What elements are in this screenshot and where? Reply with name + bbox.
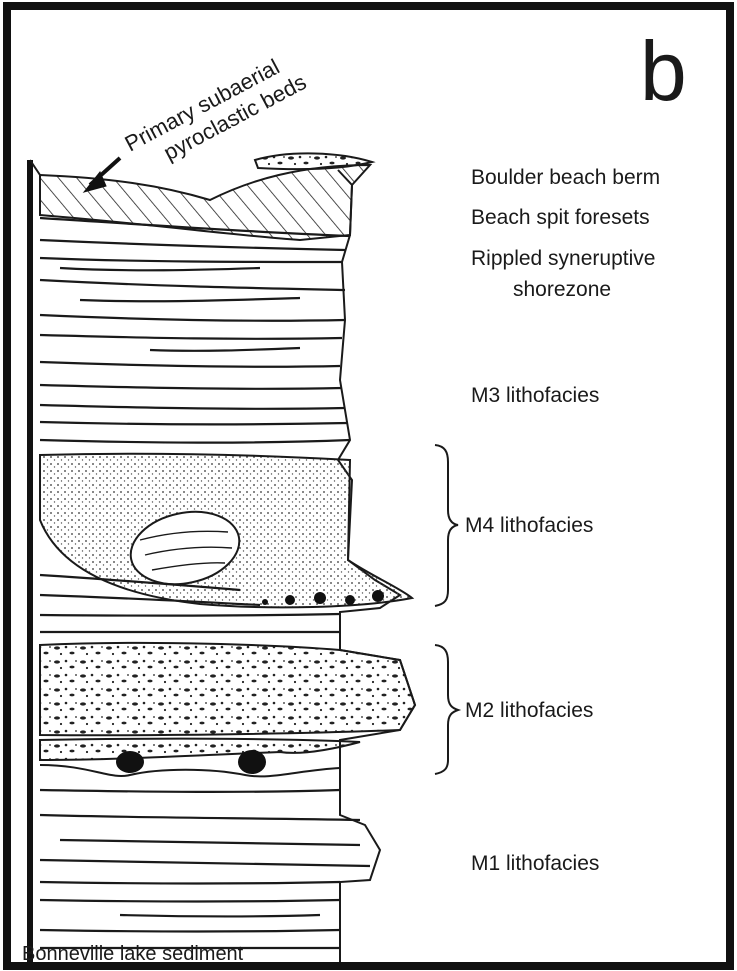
- base-label: Bonneville lake sediment: [22, 943, 244, 965]
- panel-letter: b: [640, 24, 687, 118]
- m2-label: M2 lithofacies: [465, 699, 593, 722]
- m3-label: M3 lithofacies: [471, 384, 599, 407]
- m1-label: M1 lithofacies: [471, 852, 599, 875]
- stratigraphic-column: [30, 153, 415, 962]
- m2-scour-base: [40, 765, 340, 776]
- m2-lower-pebbly-bed: [40, 739, 360, 760]
- m4-label: M4 lithofacies: [465, 514, 593, 537]
- rippled-label-line2: shorezone: [513, 278, 611, 301]
- m1-beds: [40, 790, 370, 948]
- m2-brace: [435, 645, 458, 774]
- boulder-berm-label: Boulder beach berm: [471, 166, 660, 189]
- spit-foresets-label: Beach spit foresets: [471, 206, 650, 229]
- rippled-label-line1: Rippled syneruptive: [471, 247, 655, 270]
- m2-pebbly-bed: [40, 643, 415, 735]
- m4-brace: [435, 445, 458, 606]
- m3-beds: [40, 385, 350, 443]
